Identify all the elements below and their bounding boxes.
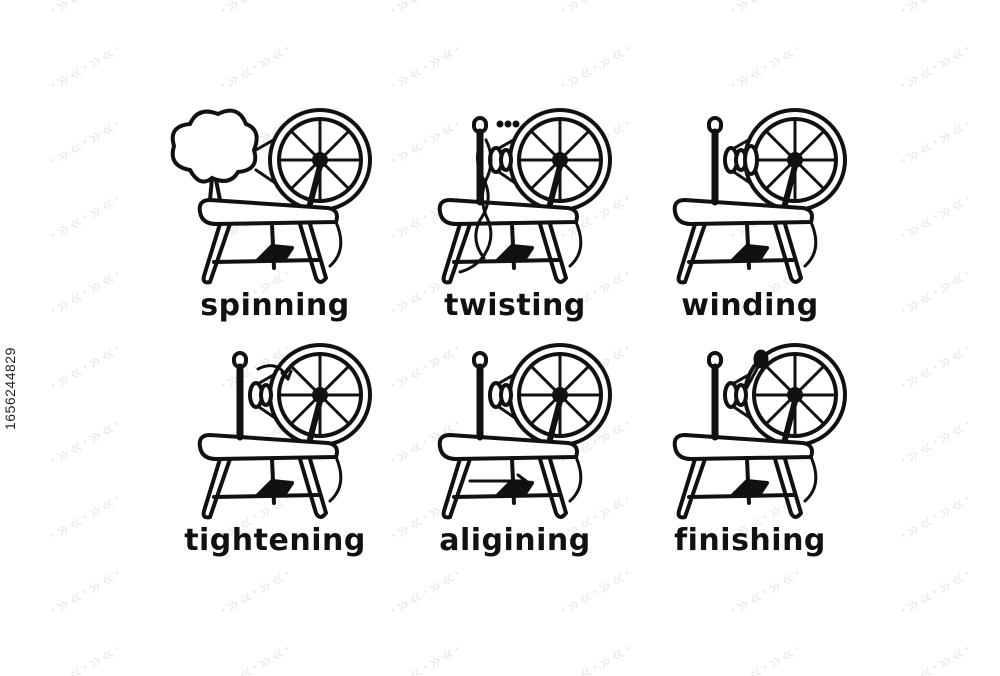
spinning-wheel-wool-icon <box>170 108 372 285</box>
panel-twisting: twisting <box>400 100 630 335</box>
spinning-wheel-finish-icon <box>672 343 847 520</box>
panel-finishing: finishing <box>635 335 865 570</box>
panel-aligining: aligining <box>400 335 630 570</box>
panel-winding: winding <box>635 100 865 335</box>
panel-spinning: spinning <box>160 100 390 335</box>
stock-id-text: 1656244829 <box>2 347 18 430</box>
spinning-wheel-tension-icon <box>197 343 372 520</box>
panel-label: aligining <box>439 523 591 558</box>
panel-label: twisting <box>444 288 586 323</box>
panel-label: winding <box>681 288 819 323</box>
panel-label: finishing <box>674 523 826 558</box>
spinning-wheel-bobbin-icon <box>672 108 847 285</box>
panel-tightening: tightening <box>160 335 390 570</box>
spinning-steps-grid: spinning twisting winding tightening ali… <box>160 100 860 570</box>
panel-label: tightening <box>184 523 366 558</box>
spinning-wheel-align-icon <box>437 343 612 520</box>
spinning-wheel-twist-icon <box>437 108 612 285</box>
panel-label: spinning <box>200 288 350 323</box>
